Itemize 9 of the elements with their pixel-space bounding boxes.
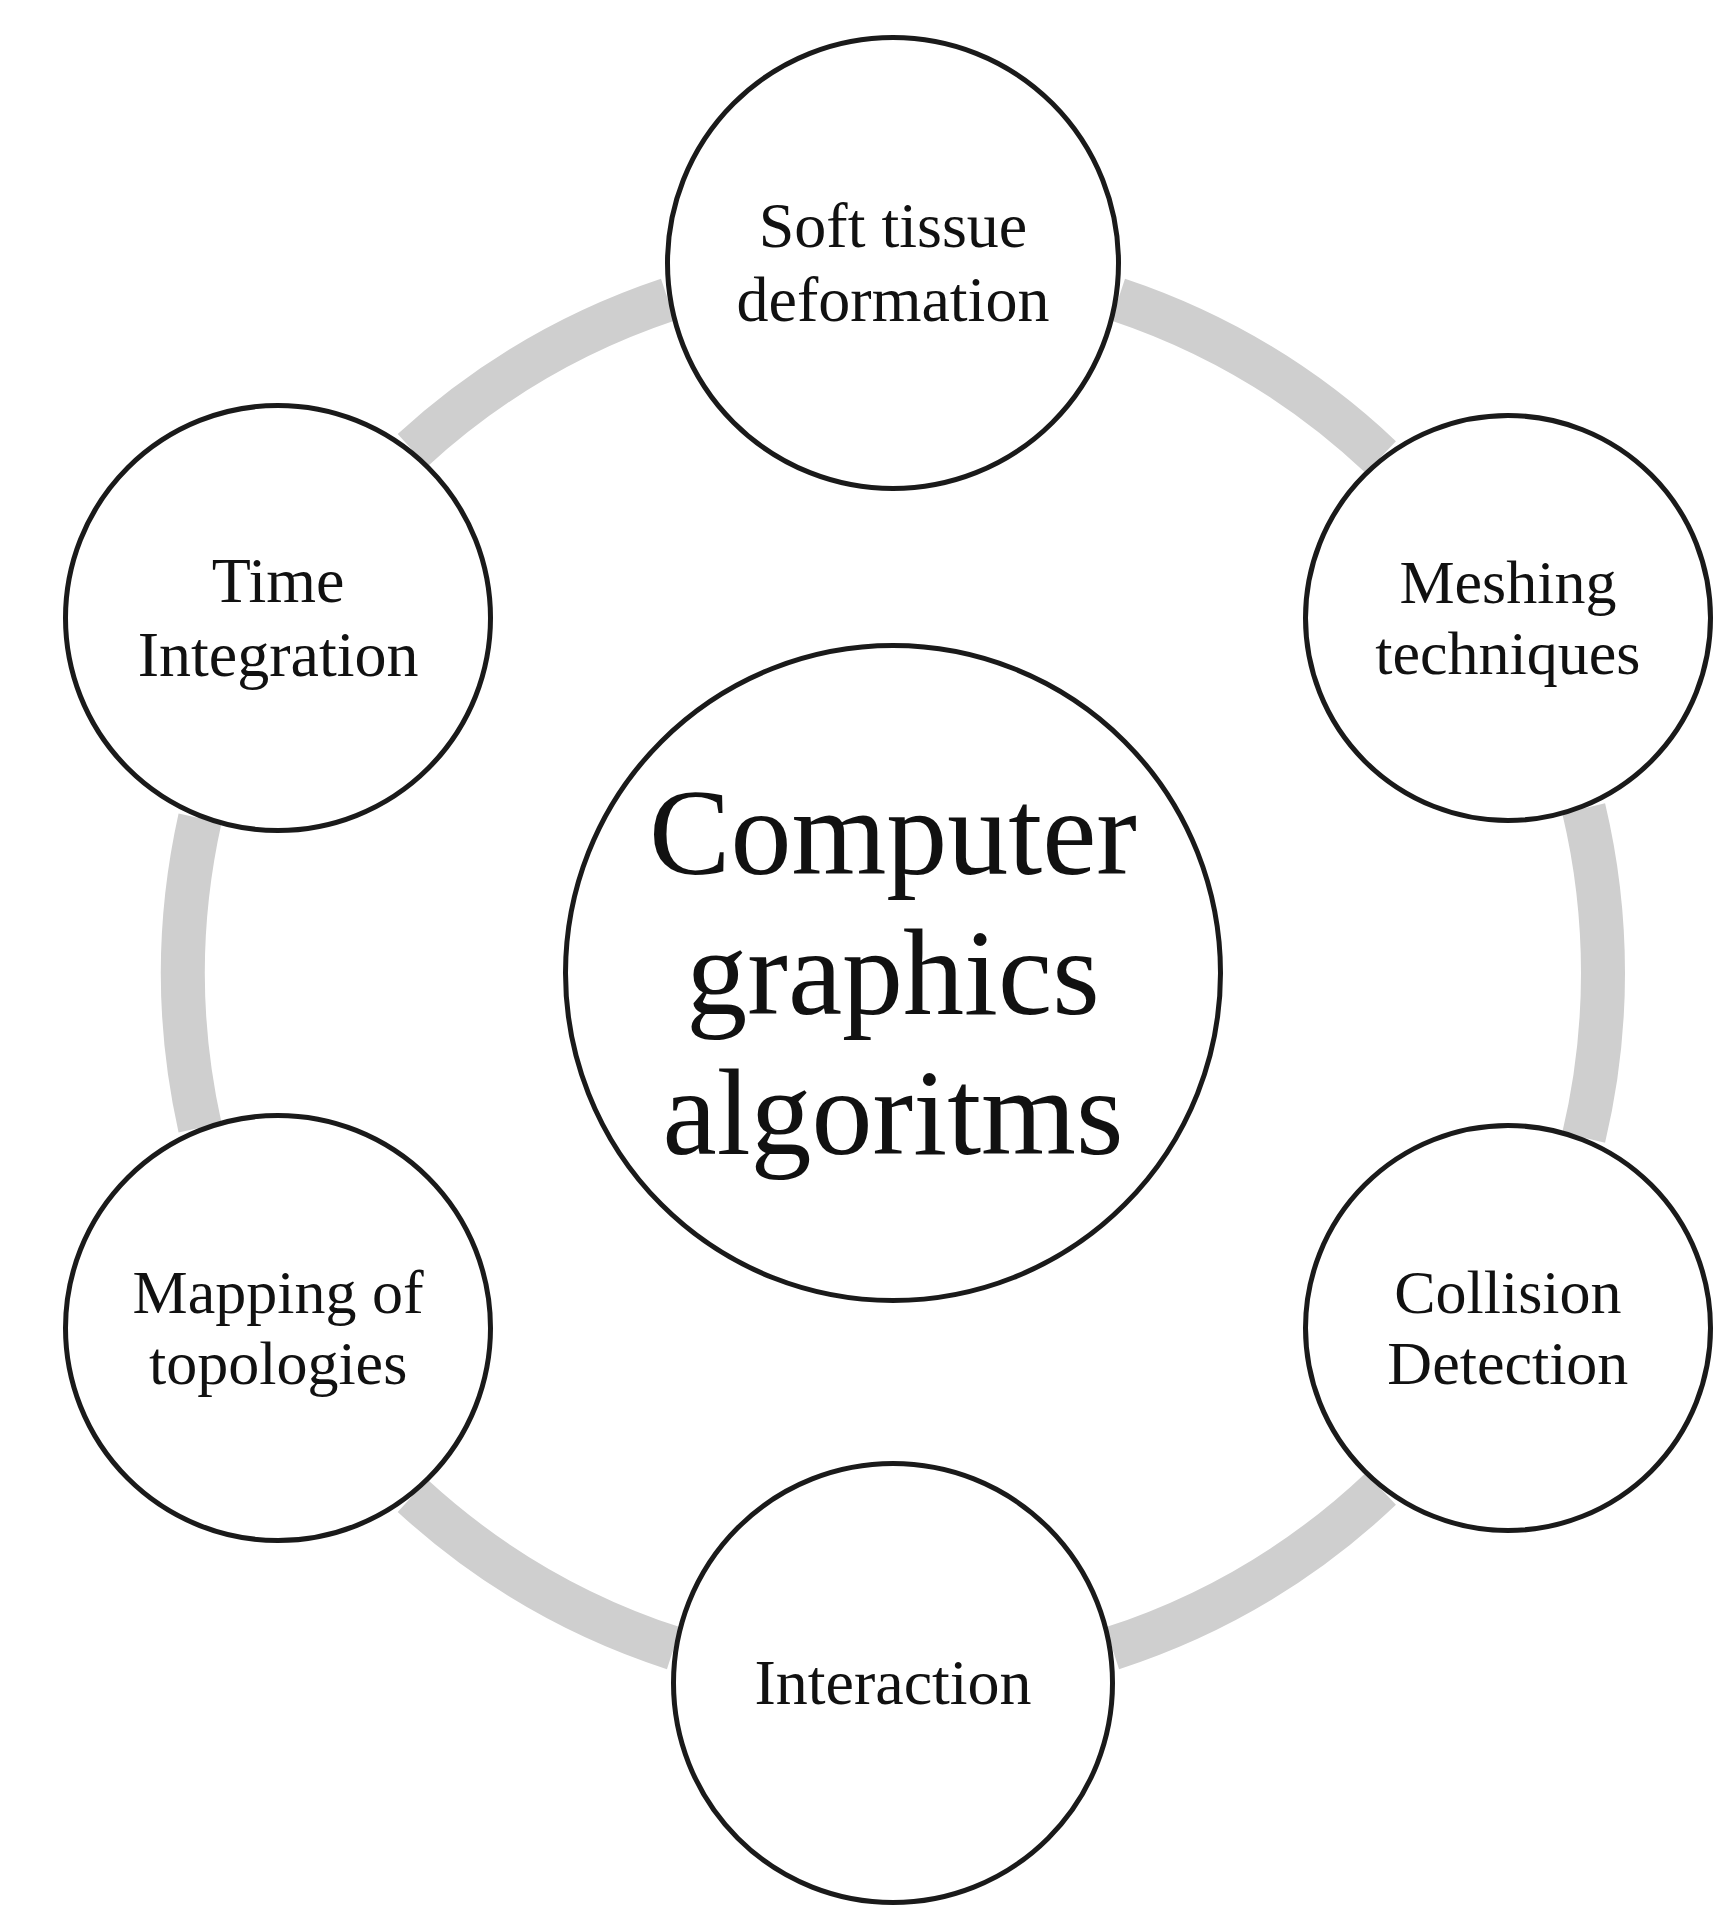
- topic-label: Meshing techniques: [1374, 546, 1642, 689]
- topic-label: Interaction: [754, 1646, 1032, 1720]
- topic-label: Mapping of topologies: [131, 1256, 425, 1399]
- topic-label: Collision Detection: [1386, 1256, 1630, 1399]
- ring-connector: [1562, 804, 1625, 1142]
- topic-label: Time Integration: [136, 544, 420, 692]
- topic-label: Soft tissue deformation: [735, 189, 1051, 337]
- topic-label: Computer graphics algoritms: [648, 763, 1138, 1183]
- ring-connector: [161, 814, 222, 1132]
